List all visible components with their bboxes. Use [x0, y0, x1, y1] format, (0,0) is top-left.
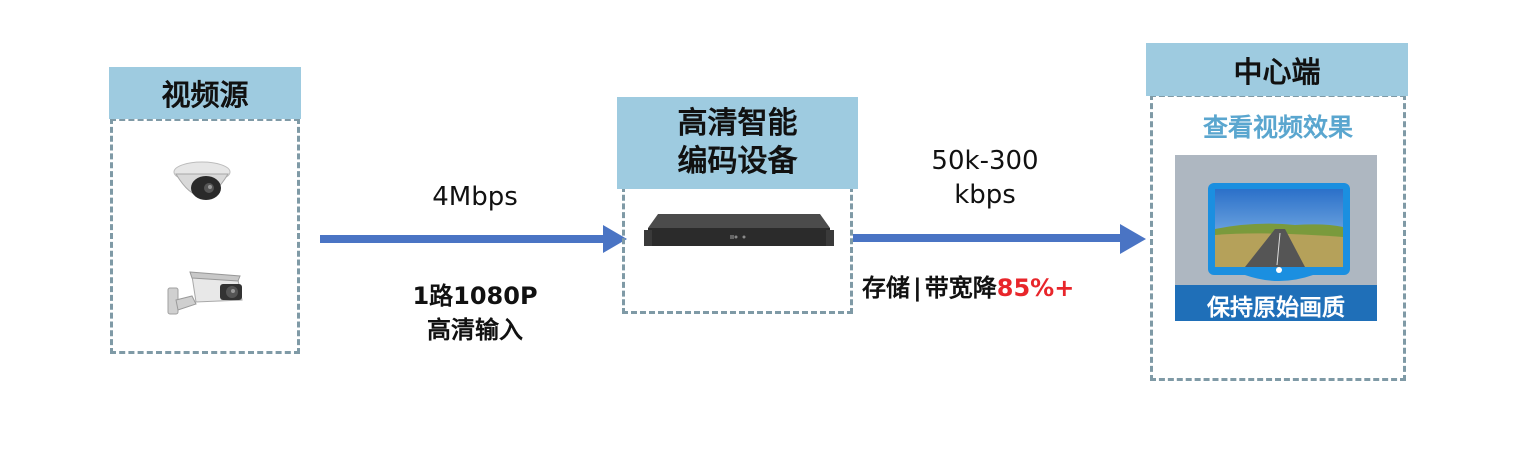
link1-rate: 4Mbps	[432, 182, 518, 212]
link2-desc-middle: 带宽降	[924, 274, 997, 302]
bullet-camera-icon	[167, 271, 243, 315]
monitor-icon	[1208, 183, 1350, 281]
encoder-header: 高清智能 编码设备	[617, 97, 858, 189]
link2-desc-prefix: 存储	[862, 274, 910, 302]
center-caption: 保持原始画质	[1207, 295, 1345, 321]
dome-camera-icon	[173, 161, 231, 200]
link1-desc-line2: 高清输入	[427, 316, 523, 344]
link2-desc-separator: |	[913, 274, 922, 302]
center-caption-bar	[1175, 285, 1377, 321]
center-subtitle: 查看视频效果	[1202, 113, 1353, 142]
link1-desc-line1: 1路1080P	[412, 282, 538, 310]
center-title: 中心端	[1233, 54, 1321, 89]
link2-rate-line2: kbps	[954, 180, 1016, 210]
center-header: 中心端	[1146, 43, 1408, 96]
encoder-title-line1: 高清智能	[677, 106, 798, 141]
encoder-device-icon	[644, 214, 834, 246]
encoder-title-line2: 编码设备	[677, 144, 798, 179]
link2-desc-highlight: 85%+	[996, 274, 1075, 302]
video-source-title: 视频源	[161, 78, 249, 112]
link2-desc: 存储|带宽降85%+	[862, 268, 1122, 303]
link2-rate-line1: 50k-300	[931, 146, 1039, 176]
video-source-box	[110, 118, 300, 354]
video-source-header: 视频源	[109, 67, 301, 119]
